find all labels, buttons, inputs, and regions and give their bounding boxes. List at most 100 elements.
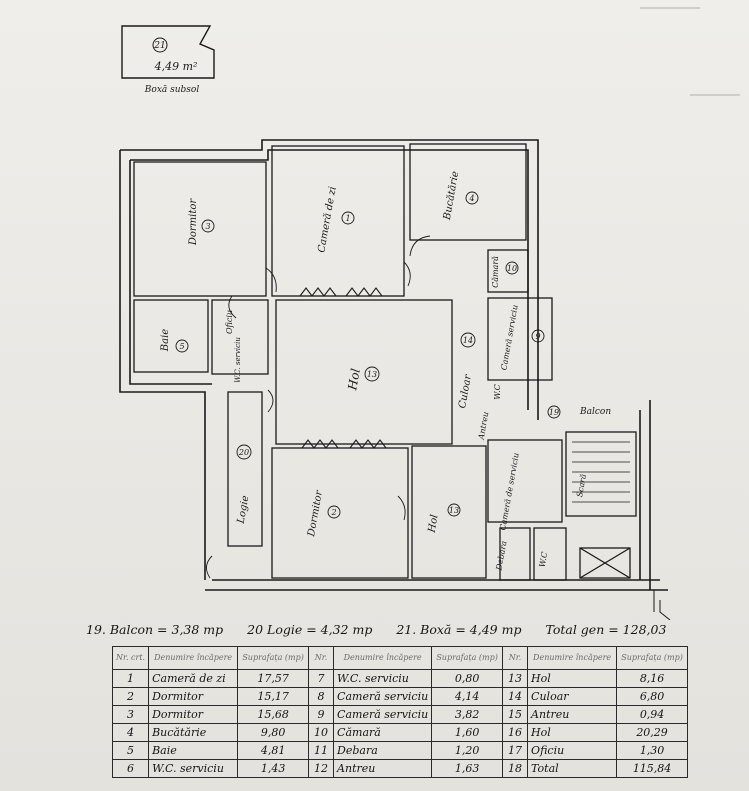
floor-plan-drawing: 21 4,49 m² Boxă subsol xyxy=(119,7,740,620)
row-number-cell: 11 xyxy=(307,741,335,760)
room-dormitor-2: Dormitor xyxy=(306,489,325,539)
room-name-cell: Hol xyxy=(527,723,618,742)
table-header-row: Nr. crt. Denumire încăpere Suprafața (mp… xyxy=(111,646,688,670)
room-balcon: Balcon xyxy=(579,407,611,417)
room-name-cell: Antreu xyxy=(527,705,618,724)
room-wc-serviciu: W.C. serviciu xyxy=(234,337,242,383)
num-dormitor-3: 3 xyxy=(205,222,210,231)
room-area-cell: 3,82 xyxy=(431,705,503,724)
room-hol-2: Hol xyxy=(426,514,440,535)
room-area-cell: 115,84 xyxy=(616,759,688,778)
radiators xyxy=(299,287,387,449)
room-camara: Cămară xyxy=(491,256,500,288)
room-name-cell: Debara xyxy=(333,741,433,760)
room-area-cell: 15,17 xyxy=(237,687,309,706)
num-camera-de-zi: 1 xyxy=(345,214,350,223)
num-hol: 13 xyxy=(367,370,377,379)
room-name-cell: Antreu xyxy=(333,759,433,778)
room-camera-de-serviciu: Cameră de serviciu xyxy=(498,452,521,531)
table-header: Nr. xyxy=(307,646,335,670)
room-name-cell: Baie xyxy=(148,741,239,760)
room-logie: Logie xyxy=(236,495,252,526)
room-name-cell: W.C. serviciu xyxy=(333,669,433,688)
room-area-cell: 4,81 xyxy=(237,741,309,760)
summary-total: Total gen = 128,03 xyxy=(545,622,667,637)
table-header: Denumire încăpere xyxy=(148,646,239,670)
box-area: 4,49 m² xyxy=(154,60,198,73)
num-dormitor-2: 2 xyxy=(330,508,336,517)
room-area-cell: 15,68 xyxy=(237,705,309,724)
room-camera-de-zi: Cameră de zi xyxy=(316,186,338,254)
row-number-cell: 6 xyxy=(111,759,150,778)
row-number-cell: 10 xyxy=(307,723,335,742)
box-number: 21 xyxy=(153,41,165,51)
num-culoar: 14 xyxy=(463,336,473,345)
row-number-cell: 16 xyxy=(501,723,529,742)
room-name-cell: Dormitor xyxy=(148,705,239,724)
surface-summary: 19. Balcon = 3,38 mp 20 Logie = 4,32 mp … xyxy=(86,622,726,637)
row-number-cell: 15 xyxy=(501,705,529,724)
room-area-cell: 1,63 xyxy=(431,759,503,778)
outer-walls xyxy=(119,139,668,591)
door-swings xyxy=(206,235,431,579)
row-number-cell: 17 xyxy=(501,741,529,760)
room-name-cell: W.C. serviciu xyxy=(148,759,239,778)
room-camera-serviciu: Cameră serviciu xyxy=(499,304,519,371)
row-number-cell: 12 xyxy=(307,759,335,778)
room-area-cell: 0,94 xyxy=(616,705,688,724)
room-culoar: Culoar xyxy=(457,373,474,410)
table-header: Suprafața (mp) xyxy=(431,646,503,670)
table-header: Suprafața (mp) xyxy=(616,646,688,670)
room-wc-2: W.C xyxy=(538,551,550,568)
table-header: Nr. xyxy=(501,646,529,670)
num-camara: 10 xyxy=(507,264,517,273)
row-number-cell: 1 xyxy=(111,669,150,688)
room-area-cell: 0,80 xyxy=(431,669,503,688)
room-wc-small: W.C xyxy=(493,384,502,400)
room-area-cell: 1,43 xyxy=(237,759,309,778)
room-name-cell: Dormitor xyxy=(148,687,239,706)
room-hol: Hol xyxy=(345,367,363,392)
room-bucatarie: Bucătărie xyxy=(442,170,462,221)
room-area-table: Nr. crt. Denumire încăpere Suprafața (mp… xyxy=(111,646,688,778)
room-area-cell: 1,60 xyxy=(431,723,503,742)
room-antreu: Antreu xyxy=(477,411,491,441)
room-name-cell: Total xyxy=(527,759,618,778)
num-baie: 5 xyxy=(179,342,184,351)
room-name-cell: Culoar xyxy=(527,687,618,706)
room-area-cell: 20,29 xyxy=(616,723,688,742)
room-area-cell: 4,14 xyxy=(431,687,503,706)
row-number-cell: 4 xyxy=(111,723,150,742)
room-debara: Debara xyxy=(494,540,508,572)
row-number-cell: 7 xyxy=(307,669,335,688)
num-hol-2: 13 xyxy=(449,506,459,515)
row-number-cell: 18 xyxy=(501,759,529,778)
room-name-cell: Bucătărie xyxy=(148,723,239,742)
room-area-cell: 8,16 xyxy=(616,669,688,688)
room-area-cell: 6,80 xyxy=(616,687,688,706)
room-area-cell: 1,20 xyxy=(431,741,503,760)
summary-logie: 20 Logie = 4,32 mp xyxy=(247,622,373,637)
room-name-cell: Cameră serviciu xyxy=(333,705,433,724)
room-area-cell: 17,57 xyxy=(237,669,309,688)
row-number-cell: 8 xyxy=(307,687,335,706)
room-area-cell: 9,80 xyxy=(237,723,309,742)
row-number-cell: 3 xyxy=(111,705,150,724)
room-name-cell: Hol xyxy=(527,669,618,688)
room-name-cell: Cameră de zi xyxy=(148,669,239,688)
num-balcon: 19 xyxy=(549,408,559,417)
table-header: Nr. crt. xyxy=(111,646,150,670)
room-area-cell: 1,30 xyxy=(616,741,688,760)
summary-boxa: 21. Boxă = 4,49 mp xyxy=(396,622,522,637)
table-header: Denumire încăpere xyxy=(527,646,618,670)
num-logie: 20 xyxy=(238,448,249,457)
num-bucatarie: 4 xyxy=(468,194,474,203)
room-dormitor-3: Dormitor xyxy=(188,198,199,247)
row-number-cell: 2 xyxy=(111,687,150,706)
